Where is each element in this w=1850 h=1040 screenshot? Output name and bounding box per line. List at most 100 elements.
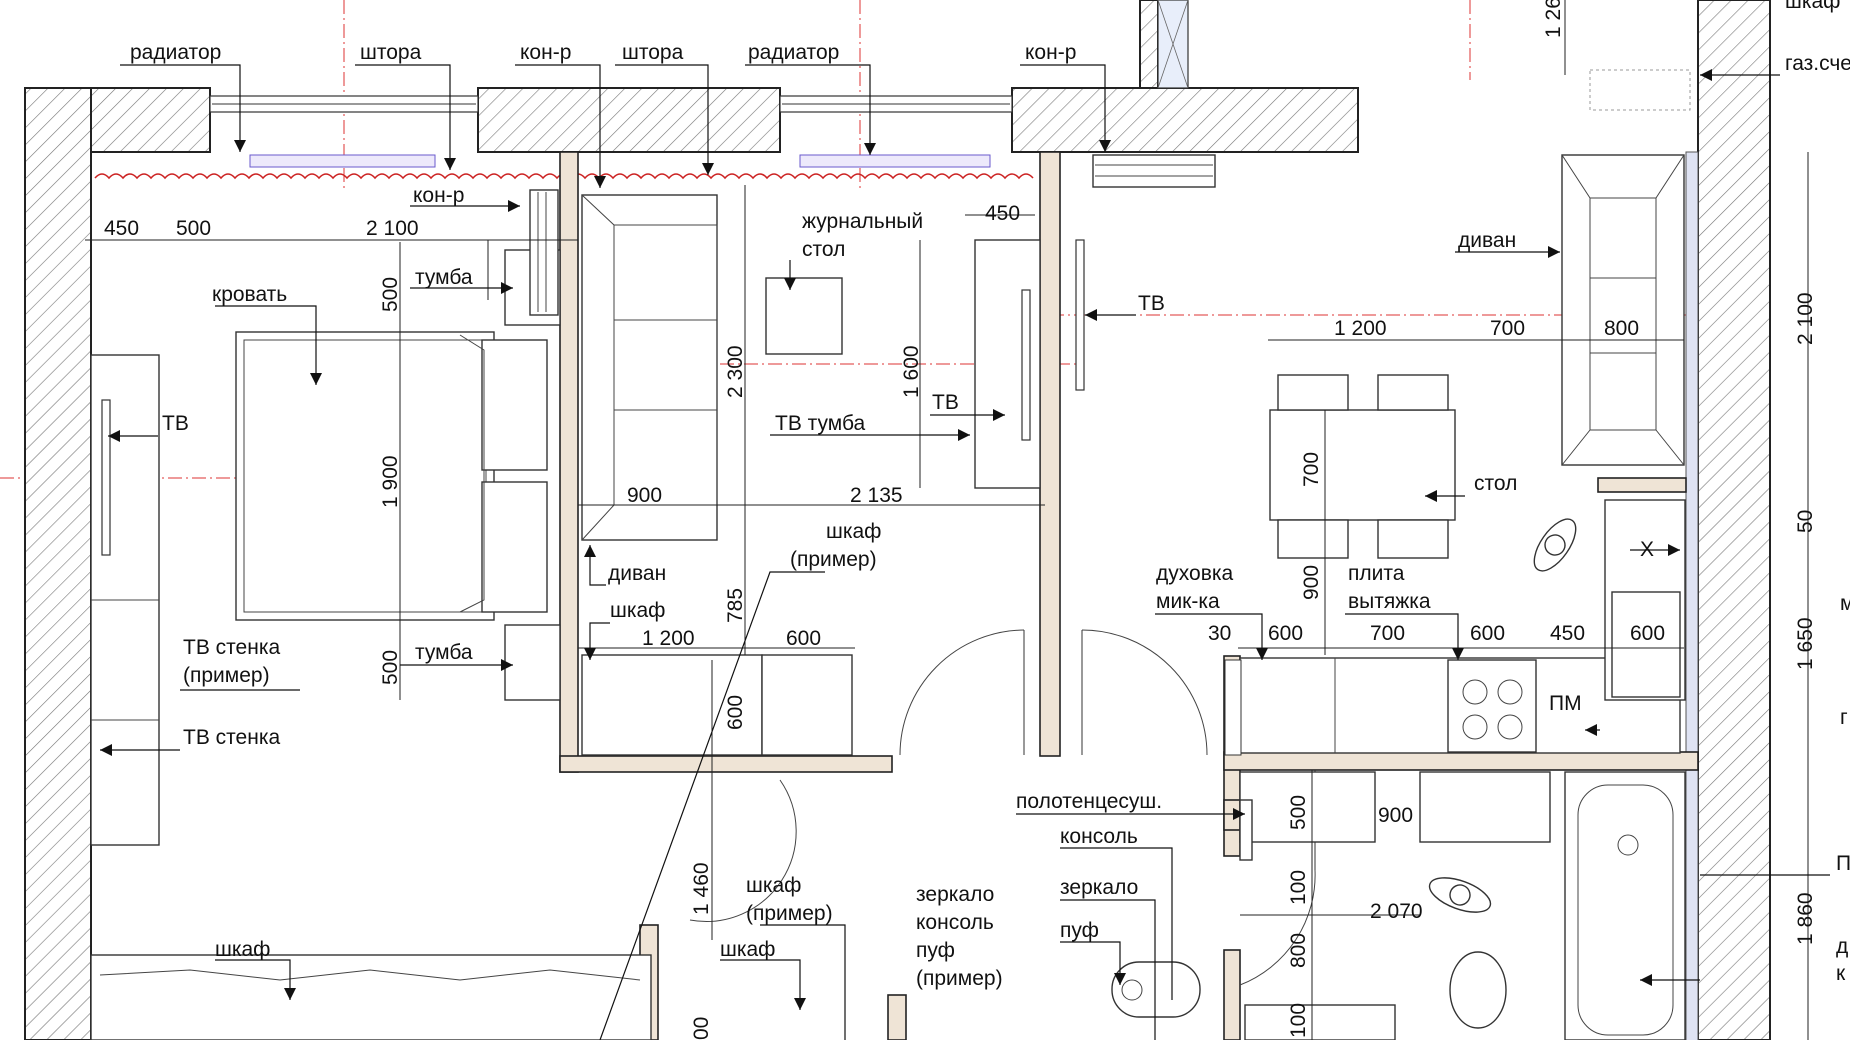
label-hall-set-1: зеркало (916, 883, 994, 906)
dim-126: 1 26 (1542, 0, 1565, 38)
label-fridge-mark: Х (1640, 538, 1654, 561)
leader-arrowhead (702, 163, 714, 175)
dim-450a: 450 (104, 217, 139, 240)
label-magazine-table-1: журнальный (802, 210, 923, 233)
bathtub (1564, 771, 1686, 1040)
dim-800b: 800 (1287, 933, 1310, 968)
washer (1244, 1004, 1396, 1040)
label-magazine-table-2: стол (802, 238, 845, 261)
dim-500d: 500 (1287, 795, 1310, 830)
person-figures (1428, 518, 1577, 913)
pouf (1111, 961, 1201, 1018)
leader-arrowhead (794, 998, 806, 1010)
leader-arrowhead (584, 545, 596, 557)
bedroom-furniture (90, 189, 652, 1040)
leader-arrowhead (1700, 69, 1712, 81)
dining-table (1269, 409, 1456, 521)
leader-arrowhead (1585, 724, 1597, 736)
label-wardrobe-ex-1: шкаф (826, 520, 881, 543)
label-tv-kitchen: ТВ (1138, 292, 1165, 315)
leader-arrowhead (594, 176, 606, 188)
label-tv-wall-ex-1: ТВ стенка (183, 636, 280, 659)
label-curtain-2: штора (622, 41, 684, 64)
wardrobe-bottom (90, 954, 652, 1040)
dim-600d: 600 (1470, 622, 1505, 645)
dim-700b: 700 (1300, 452, 1323, 487)
label-hob-1: плита (1348, 562, 1405, 585)
wardrobe-living-b (761, 654, 853, 756)
dim-30: 30 (1208, 622, 1231, 645)
label-wardrobe-top: шкаф (1785, 0, 1840, 13)
dim-450c: 450 (1550, 622, 1585, 645)
label-hall-set-3: пуф (916, 939, 955, 962)
leader-arrowhead (444, 158, 456, 170)
leader-arrowhead (1640, 974, 1652, 986)
label-tv-wall-ex-2: (пример) (183, 664, 270, 687)
leader-line (720, 959, 801, 1010)
windows (209, 69, 1691, 113)
label-hall-set-2: консоль (916, 911, 994, 934)
dim-500c: 500 (379, 650, 402, 685)
leader-arrowhead (234, 140, 246, 152)
leader-arrowhead (284, 988, 296, 1000)
leader-arrowhead (864, 143, 876, 155)
leader-line (615, 64, 709, 175)
sofa-living (581, 194, 718, 541)
leader-arrowhead (1668, 544, 1680, 556)
label-cut-k: к (1836, 962, 1846, 985)
label-bed: кровать (212, 283, 287, 306)
label-nightstand-1: тумба (415, 266, 473, 289)
leader-line (1060, 847, 1173, 1000)
leader-arrowhead (1085, 309, 1097, 321)
leader-arrowhead (993, 409, 1005, 421)
label-oven-1: духовка (1156, 562, 1234, 585)
leader-arrowhead (501, 659, 513, 671)
label-radiator-2: радиатор (748, 41, 839, 64)
sofa-kitchen (1561, 154, 1685, 466)
dim-1600: 1 600 (900, 345, 923, 398)
leader-arrowhead (784, 278, 796, 290)
leader-line (1060, 899, 1156, 1040)
dim-1860: 1 860 (1794, 892, 1817, 945)
dim-1460: 1 460 (690, 862, 713, 915)
label-dishwasher: ПМ (1549, 692, 1582, 715)
leader-arrowhead (1452, 648, 1464, 660)
dim-700c: 700 (1370, 622, 1405, 645)
label-tv-living: ТВ (932, 391, 959, 414)
partitions (559, 151, 1699, 1040)
dimension-lines (85, 0, 1809, 1040)
toilet (1449, 951, 1507, 1029)
leader-line (215, 305, 317, 385)
leader-arrowhead (108, 430, 120, 442)
dim-1200b: 1 200 (1334, 317, 1387, 340)
dim-500b: 500 (379, 277, 402, 312)
label-tv-wall: ТВ стенка (183, 726, 280, 749)
dimension-text: 450 500 2 100 500 1 900 500 2 300 900 2 … (104, 0, 1817, 1040)
dim-00: 00 (690, 1017, 713, 1040)
dim-2070: 2 070 (1370, 900, 1423, 923)
leader-arrowhead (501, 282, 513, 294)
label-wardrobe-ex2-1: шкаф (746, 874, 801, 897)
leader-line (120, 64, 241, 152)
leader-line (1020, 64, 1106, 152)
leader-line (1345, 613, 1459, 660)
leader-arrowhead (1548, 246, 1560, 258)
label-tv-bedroom: ТВ (162, 412, 189, 435)
label-mirror: зеркало (1060, 876, 1138, 899)
label-curtain-1: штора (360, 41, 422, 64)
leader-line (215, 959, 291, 1000)
label-towel-dryer: полотенцесуш. (1016, 790, 1162, 813)
label-nightstand-2: тумба (415, 641, 473, 664)
label-conditioner-2: кон-р (1025, 41, 1076, 64)
label-wardrobe-hall: шкаф (720, 938, 775, 961)
label-cut-g: г (1840, 706, 1848, 729)
nightstand-bottom (504, 624, 561, 701)
label-oven-2: мик-ка (1156, 590, 1220, 613)
leader-line (760, 924, 846, 1040)
leader-arrowhead (100, 744, 112, 756)
dim-700a: 700 (1490, 317, 1525, 340)
label-radiator-1: радиатор (130, 41, 221, 64)
labels: радиатор штора кон-р штора радиатор кон-… (130, 0, 1850, 990)
dim-900a: 900 (627, 484, 662, 507)
